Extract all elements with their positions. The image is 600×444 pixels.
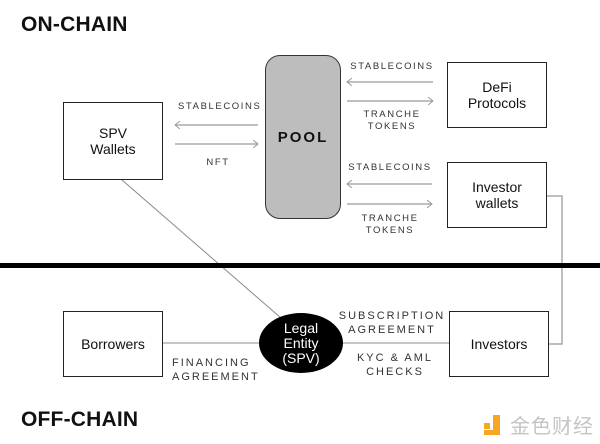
link-spv-wallets-legal-entity (121, 179, 282, 319)
borrowers-label: Borrowers (81, 336, 145, 352)
pool-node: POOL (265, 55, 341, 219)
on-chain-heading: ON-CHAIN (21, 13, 128, 36)
flow-label-investor-wallets-to-pool: STABLECOINS (348, 162, 432, 173)
watermark-text: 金色财经 (510, 414, 594, 438)
defi-protocols-label: DeFi Protocols (467, 79, 527, 111)
investor-wallets-node: Investor wallets (447, 162, 547, 228)
flow-label-subscription-agreement: SUBSCRIPTION AGREEMENT (338, 310, 446, 336)
investors-label: Investors (470, 336, 528, 352)
investor-wallets-label: Investor wallets (472, 179, 522, 211)
investors-node: Investors (449, 311, 549, 377)
defi-protocols-node: DeFi Protocols (447, 62, 547, 128)
flow-label-pool-to-spv: STABLECOINS (178, 101, 262, 112)
spv-wallets-node: SPV Wallets (63, 102, 163, 180)
flow-label-kyc-aml-checks: KYC & AML CHECKS (356, 352, 434, 378)
flow-label-pool-to-investor-wallets: TRANCHE TOKENS (361, 213, 419, 236)
legal-entity-label: Legal Entity (SPV) (282, 319, 320, 366)
flow-label-spv-to-pool: NFT (206, 157, 230, 168)
flow-label-defi-to-pool: STABLECOINS (350, 61, 434, 72)
borrowers-node: Borrowers (63, 311, 163, 377)
spv-wallets-label: SPV Wallets (90, 125, 136, 157)
watermark: 金色财经 (484, 410, 594, 439)
link-investor-wallets-investors (536, 195, 563, 345)
legal-entity-node: Legal Entity (SPV) (259, 313, 343, 373)
chain-divider (0, 263, 600, 268)
pool-label: POOL (277, 128, 329, 146)
off-chain-heading: OFF-CHAIN (21, 408, 139, 431)
flow-label-pool-to-defi: TRANCHE TOKENS (363, 109, 421, 132)
jinse-logo-icon (484, 414, 504, 435)
flow-label-financing-agreement: FINANCING AGREEMENT (172, 357, 260, 383)
